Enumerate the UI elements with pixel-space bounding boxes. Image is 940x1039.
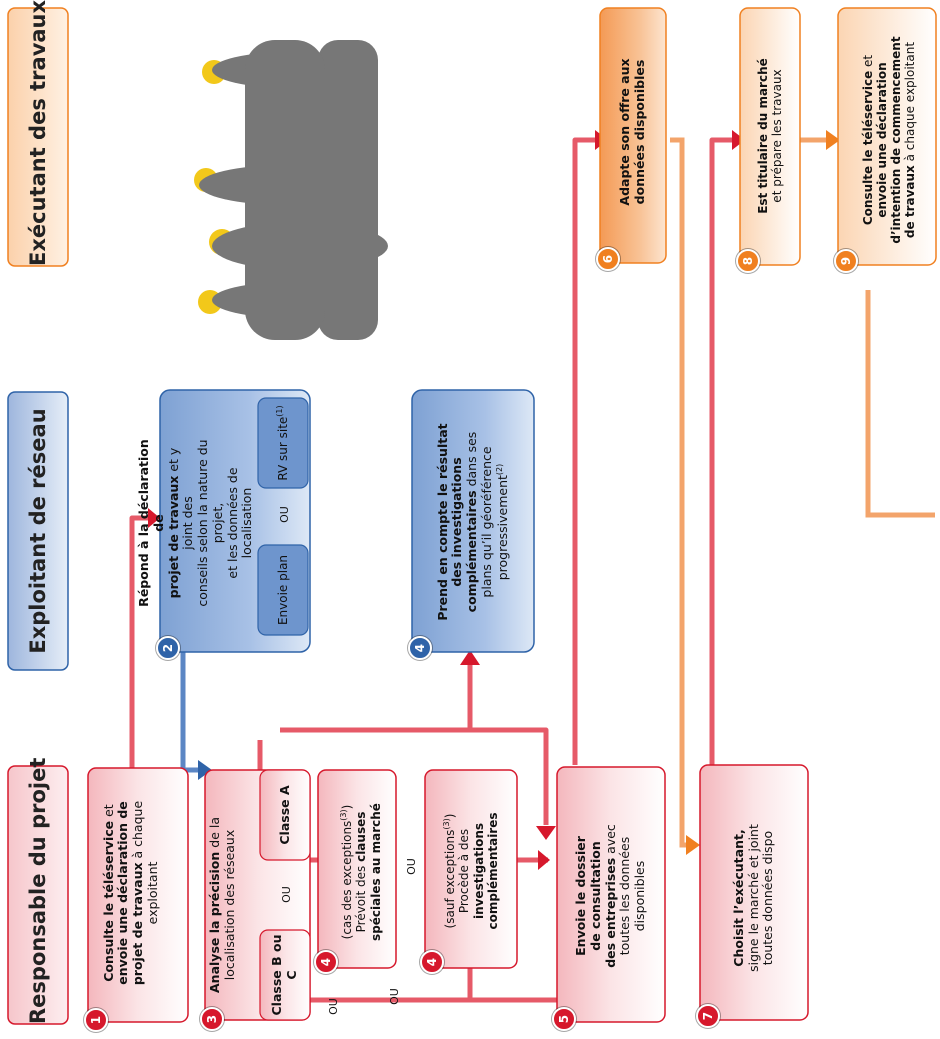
box-classe-bc [259, 929, 311, 1021]
step-5-text: Envoie le dossier de consultation des en… [573, 824, 648, 968]
ou-label-2: OU [277, 506, 291, 523]
connectors-orange [670, 137, 935, 848]
header-responsable: Responsable du projet [25, 757, 50, 1024]
box-rv-site [257, 397, 309, 489]
ou-label-4: OU [404, 858, 418, 875]
box-step-4b [424, 769, 518, 969]
step-1-text: Consulte le téléservice et envoie une dé… [100, 800, 160, 986]
connector-blue [180, 650, 200, 773]
box-step-6 [599, 7, 667, 264]
step-4a-badge: 4 [314, 950, 338, 974]
step-5-badge: 5 [552, 1007, 576, 1031]
header-exploitant: Exploitant de réseau [25, 408, 50, 654]
step-1-badge: 1 [84, 1008, 108, 1032]
workers-illustration [194, 40, 388, 340]
box-classe-a [259, 769, 311, 861]
step-3-text: Analyse la précision de la localisation … [207, 817, 237, 993]
step-4b-text: (sauf exceptions(3)) Procède à des inves… [442, 812, 500, 930]
step-2-badge: 2 [156, 636, 180, 660]
box-step-1 [87, 767, 189, 1023]
step-2-text: Répond à la déclaration de projet de tra… [136, 439, 255, 607]
box-step-4a [317, 769, 397, 969]
classe-a-label: Classe A [276, 785, 292, 845]
header-executant-box [7, 7, 69, 267]
box-step-4c [411, 389, 535, 653]
step-9-text: Consulte le téléservice et envoie une dé… [860, 36, 918, 244]
arrowhead-blue [198, 760, 212, 780]
step-7-badge: 7 [696, 1004, 720, 1028]
ou-label-bottom: OU [326, 998, 340, 1015]
step-4b-badge: 4 [420, 950, 444, 974]
step-6-text: Adapte son offre aux données disponibles [617, 58, 647, 206]
envoie-plan-label: Envoie plan [275, 554, 290, 626]
header-responsable-box [7, 765, 69, 1025]
header-exploitant-box [7, 391, 69, 671]
ou-label-3: OU [279, 886, 293, 903]
arrowheads-orange [686, 130, 840, 855]
step-6-badge: 6 [596, 247, 620, 271]
ou-label-under-4a: OU [387, 988, 401, 1005]
box-step-8 [739, 7, 801, 266]
step-4c-text: Prend en compte le résultat des investig… [434, 423, 510, 621]
box-step-5 [556, 766, 666, 1023]
step-4a-text: (cas des exceptions(3)) Prévoit des clau… [339, 803, 383, 941]
rv-site-label: RV sur site(1) [275, 405, 291, 481]
step-7-text: Choisit l’exécutant, signe le marché et … [730, 824, 776, 972]
header-executant: Exécutant des travaux [25, 0, 50, 266]
step-9-badge: 9 [834, 249, 858, 273]
step-3-badge: 3 [200, 1007, 224, 1031]
box-step-7 [699, 764, 809, 1021]
step-8-badge: 8 [736, 249, 760, 273]
box-step-9 [837, 7, 937, 266]
step-4c-badge: 4 [408, 636, 432, 660]
step-8-text: Est titulaire du marché et prépare les t… [755, 58, 784, 214]
classe-bc-label: Classe B ou C [269, 934, 299, 1016]
box-envoie-plan [257, 544, 309, 636]
